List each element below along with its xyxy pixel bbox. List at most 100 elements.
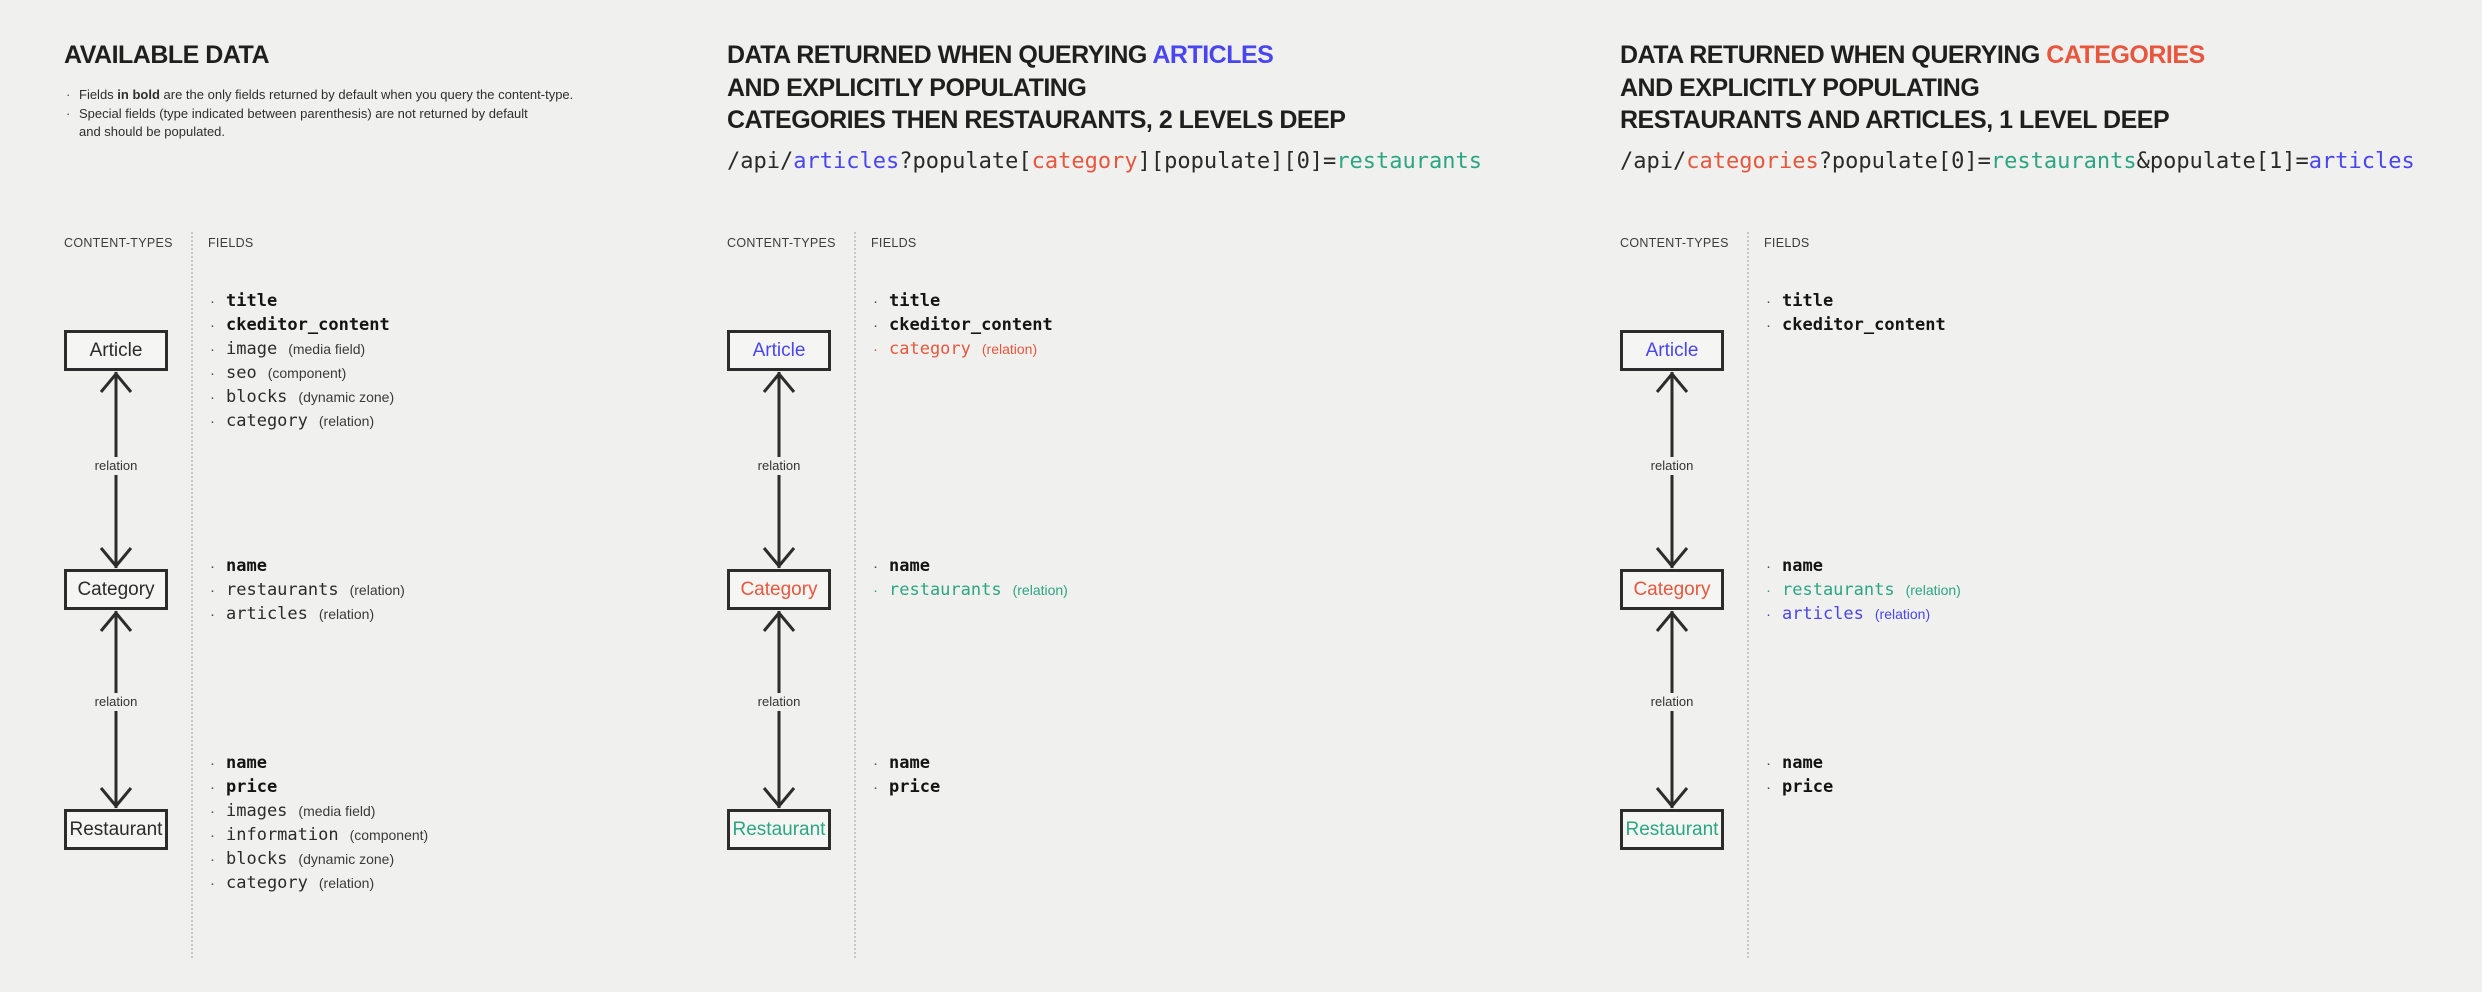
field-type-annotation: (relation)	[318, 413, 375, 429]
notes-list: ·Fields in bold are the only fields retu…	[66, 86, 573, 142]
panel-title-segment: CATEGORIES	[2046, 41, 2205, 69]
field-row: ·blocks(dynamic zone)	[210, 849, 428, 873]
note-item: and should be populated.	[66, 123, 573, 142]
field-row: ·price	[1766, 777, 1833, 801]
bullet-icon: ·	[210, 558, 215, 575]
field-name: name	[889, 753, 930, 773]
bullet-icon: ·	[873, 558, 878, 575]
api-query-segment: &populate[1]=	[2136, 149, 2309, 174]
note-segment: and should be populated.	[79, 124, 226, 139]
bullet-icon: ·	[210, 803, 215, 820]
bullet-icon: ·	[210, 389, 215, 406]
fields-list-article: ·title·ckeditor_content·image(media fiel…	[210, 291, 394, 435]
api-query-segment: /api/	[1620, 149, 1687, 174]
bullet-icon: ·	[210, 606, 215, 623]
field-row: · ckeditor_content	[873, 315, 1053, 339]
field-name: category	[226, 873, 308, 893]
field-name: ckeditor_content	[226, 315, 390, 335]
field-type-annotation: (dynamic zone)	[298, 851, 395, 867]
content-type-box-category: Category	[1620, 569, 1724, 610]
field-name: price	[889, 777, 941, 797]
panel-title-line: AND EXPLICITLY POPULATING	[1620, 72, 2205, 105]
field-type-annotation: (relation)	[318, 875, 375, 891]
field-type-annotation: (media field)	[288, 341, 366, 357]
fields-list-restaurant: ·name·price·images(media field)·informat…	[210, 753, 428, 897]
note-item: ·Special fields (type indicated between …	[66, 105, 573, 124]
api-query-segment: ?populate[	[899, 149, 1032, 174]
api-query-segment: articles	[793, 149, 900, 174]
content-type-box-article: Article	[1620, 330, 1724, 371]
content-type-label: Category	[740, 578, 818, 600]
field-name: ckeditor_content	[889, 315, 1053, 335]
column-divider	[1747, 232, 1749, 958]
field-row: ·title	[210, 291, 394, 315]
fields-list-category: ·name·restaurants(relation)	[873, 556, 1068, 604]
fields-column-label: FIELDS	[208, 236, 254, 250]
bullet-icon: ·	[1766, 293, 1771, 310]
content-type-box-category: Category	[727, 569, 831, 610]
bullet-icon: ·	[210, 875, 215, 892]
note-segment: Fields	[79, 87, 118, 102]
bullet-icon: ·	[1766, 558, 1771, 575]
relation-label: relation	[1645, 457, 1699, 475]
bullet-icon: ·	[873, 293, 878, 310]
api-query-segment: restaurants	[1336, 149, 1483, 174]
content-type-box-restaurant: Restaurant	[64, 809, 168, 850]
field-row: ·category(relation)	[873, 339, 1053, 363]
bullet-icon: ·	[1766, 606, 1771, 623]
content-type-label: Restaurant	[69, 818, 163, 840]
bullet-icon: ·	[1766, 755, 1771, 772]
field-row: ·articles(relation)	[1766, 604, 1961, 628]
field-name: name	[226, 556, 267, 576]
field-name: name	[1782, 556, 1823, 576]
bullet-icon: ·	[210, 293, 215, 310]
field-type-annotation: (relation)	[1012, 582, 1068, 598]
field-name: blocks	[226, 387, 288, 407]
note-segment: in bold	[117, 87, 160, 102]
bullet-icon: ·	[210, 317, 215, 334]
api-query-segment: articles	[2308, 149, 2415, 174]
bullet-icon: ·	[210, 413, 215, 430]
bullet-icon: ·	[210, 341, 215, 358]
api-query: /api/categories?populate[0]=restaurants&…	[1620, 148, 2415, 176]
field-type-annotation: (component)	[349, 827, 429, 843]
api-query-segment: ][populate][0]=	[1137, 149, 1337, 174]
field-row: ·ckeditor_content	[1766, 315, 1946, 339]
field-row: · name	[210, 556, 405, 580]
field-row: · title	[1766, 291, 1946, 315]
field-row: ·information(component)	[210, 825, 428, 849]
field-name: title	[1782, 291, 1834, 311]
field-type-annotation: (media field)	[298, 803, 376, 819]
fields-list-article: · title ·ckeditor_content	[1766, 291, 1946, 339]
bullet-icon: ·	[1766, 779, 1771, 796]
fields-list-article: ·title·ckeditor_content·category(relatio…	[873, 291, 1053, 363]
content-type-label: Article	[1645, 339, 1699, 361]
bullet-icon: ·	[873, 779, 878, 796]
bullet-icon: ·	[873, 755, 878, 772]
bullet-icon: ·	[873, 317, 878, 334]
bullet-icon: ·	[1766, 317, 1771, 334]
content-type-label: Article	[89, 339, 143, 361]
field-row: · name	[873, 753, 940, 777]
field-type-annotation: (relation)	[349, 582, 405, 598]
panel-title-line: DATA RETURNED WHEN QUERYING ARTICLES	[727, 39, 1345, 72]
field-name: restaurants	[1782, 580, 1895, 600]
content-types-column-label: CONTENT-TYPES	[64, 236, 173, 250]
fields-column-label: FIELDS	[871, 236, 917, 250]
field-row: ·articles(relation)	[210, 604, 405, 628]
field-row: ·images(media field)	[210, 801, 428, 825]
field-row: ·name	[210, 753, 428, 777]
panel-title-segment: DATA RETURNED WHEN QUERYING	[727, 41, 1153, 69]
panel-title-segment: AND EXPLICITLY POPULATING	[727, 73, 1087, 102]
content-type-label: Restaurant	[1625, 818, 1719, 840]
field-row: ·price	[210, 777, 428, 801]
field-type-annotation: (relation)	[981, 341, 1038, 357]
note-segment: are the only fields returned by default …	[159, 87, 574, 102]
panel-title-line: AVAILABLE DATA	[64, 39, 270, 72]
panel-title-line: AND EXPLICITLY POPULATING	[727, 72, 1345, 105]
field-name: information	[226, 825, 339, 845]
bullet-icon: ·	[1766, 582, 1771, 599]
content-type-box-article: Article	[64, 330, 168, 371]
